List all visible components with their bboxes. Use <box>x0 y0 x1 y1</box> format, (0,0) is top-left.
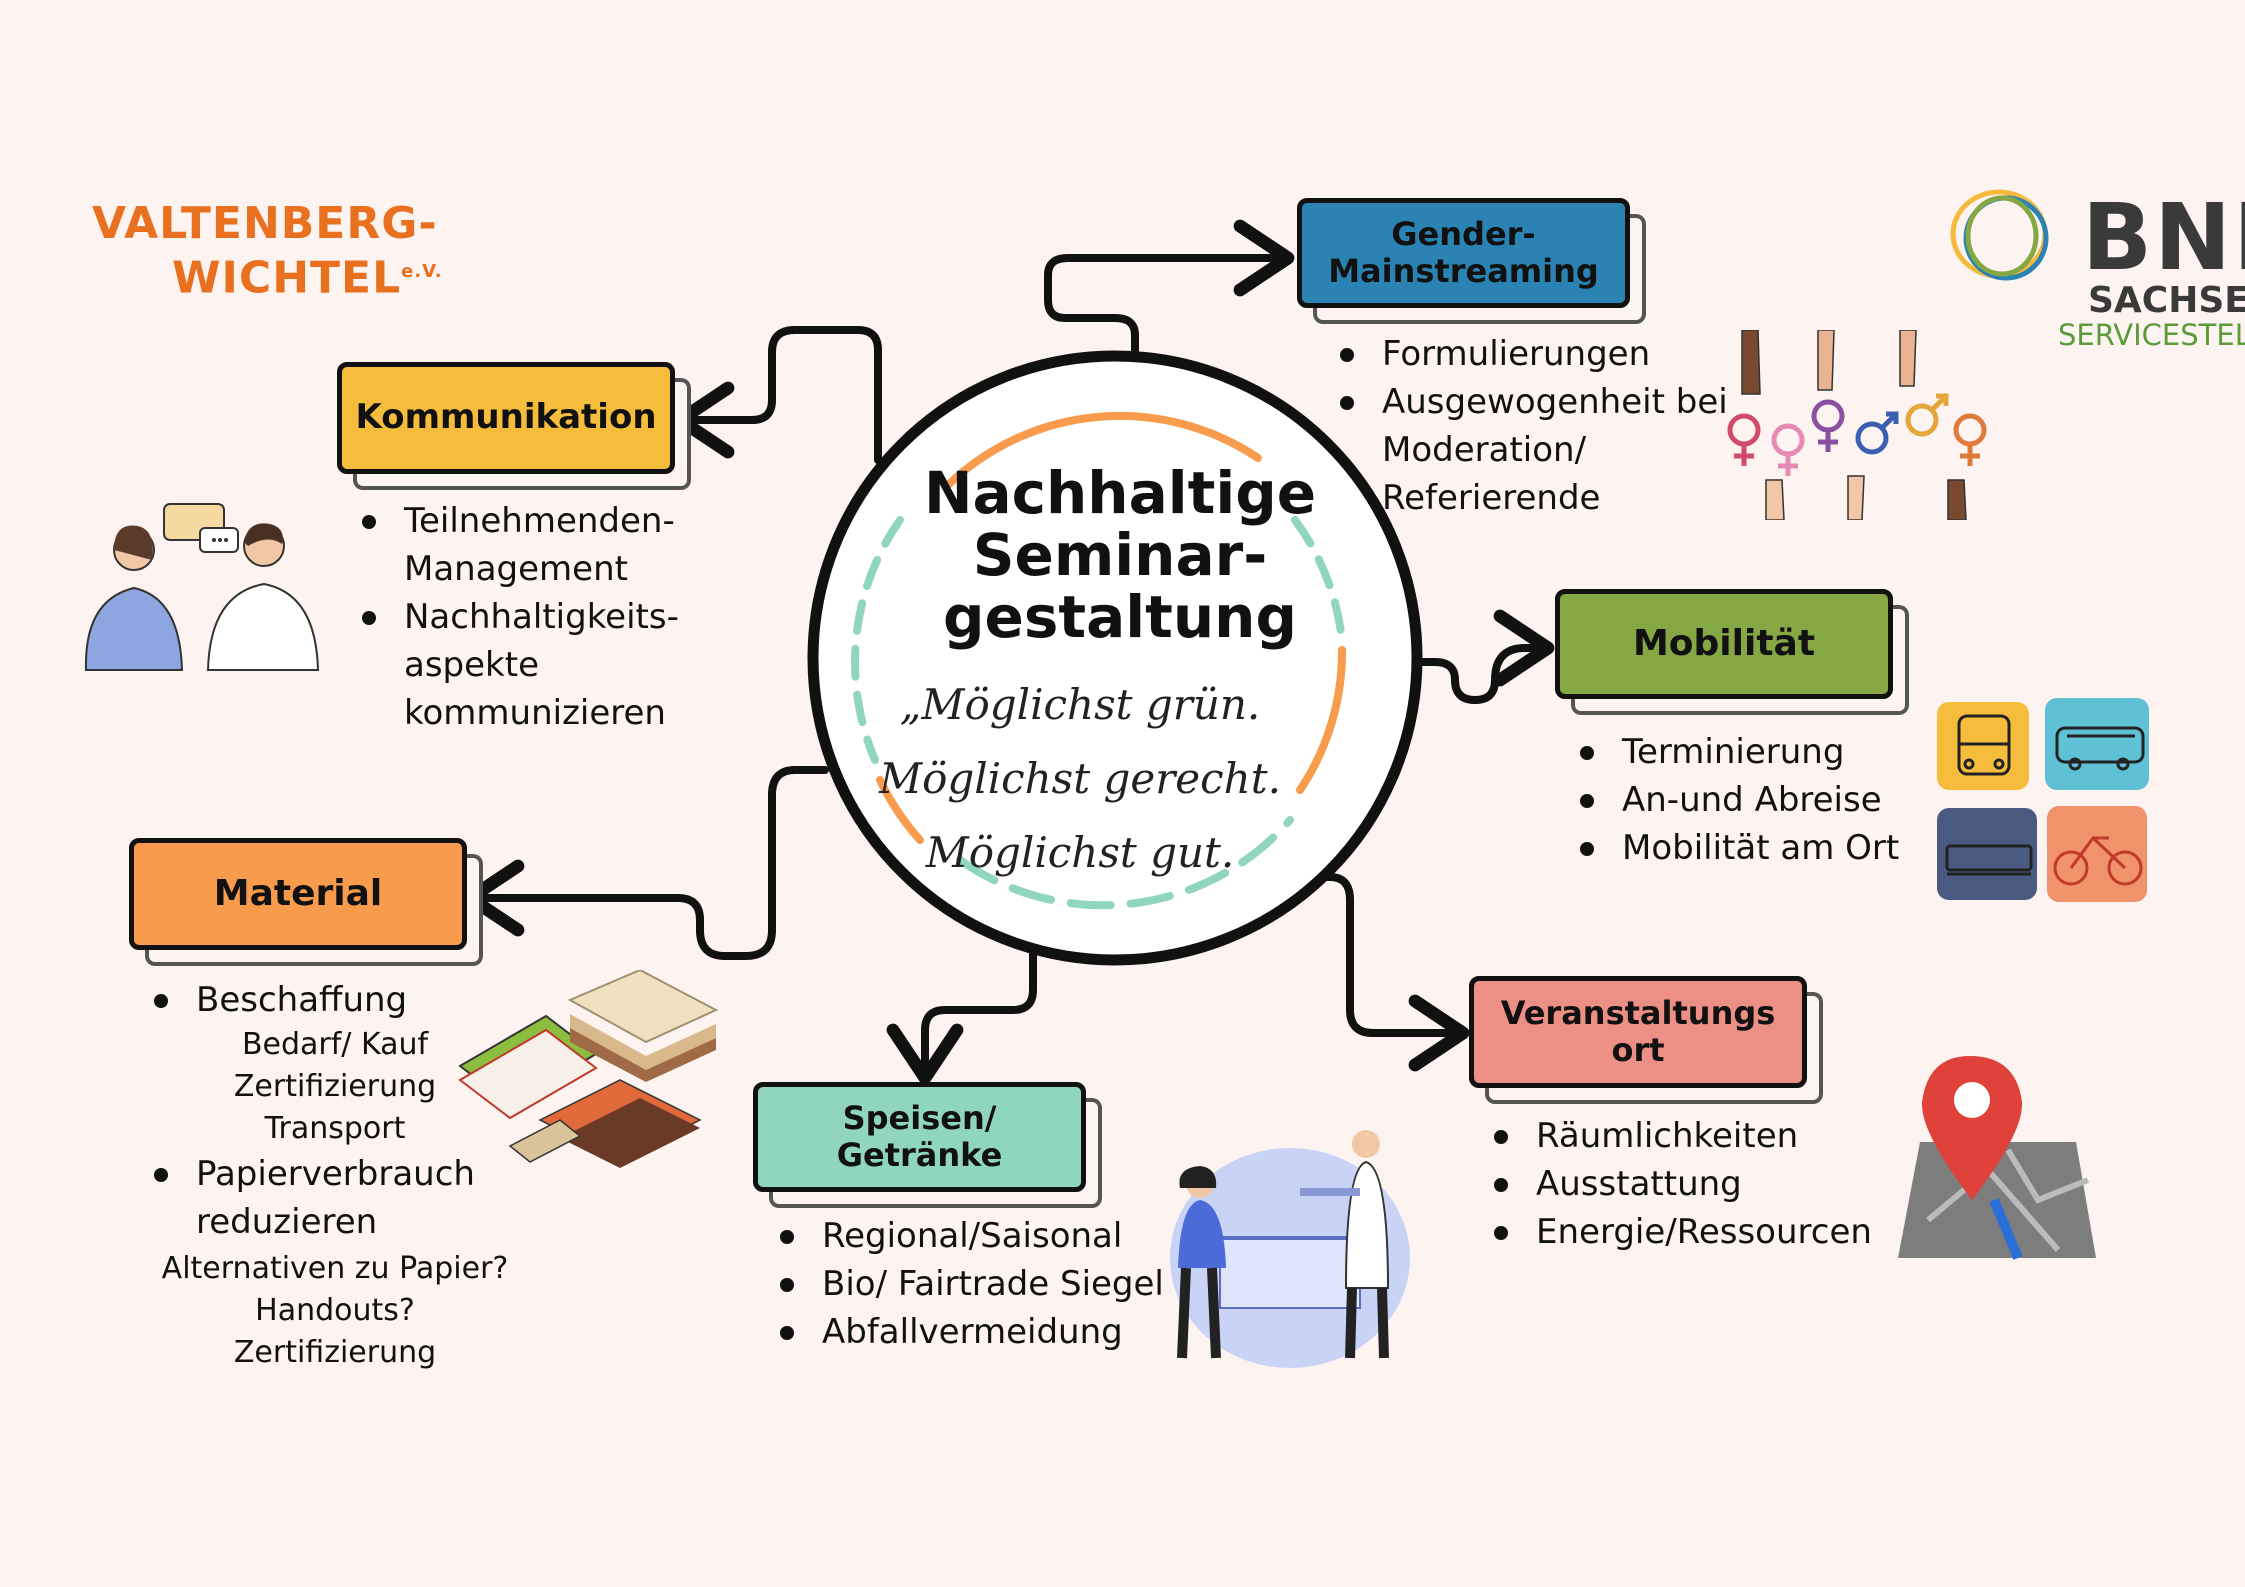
center-title-line-2: Seminar- <box>972 521 1268 589</box>
topic-title-ort-line-2: ort <box>1611 1031 1665 1069</box>
sub-item: Bedarf/ Kauf <box>241 1027 429 1062</box>
slogan-line-1: „Möglichst grün. <box>899 680 1261 729</box>
topic-title-material: Material <box>213 873 383 915</box>
bullets-mobilitaet: Terminierung An-und Abreise Mobilität am… <box>1580 728 1960 872</box>
slogan-line-3: Möglichst gut. <box>925 828 1235 877</box>
bullet-item: Räumlichkeiten <box>1494 1112 1914 1160</box>
bne-logo-region: SACHSEN <box>2088 280 2245 321</box>
center-title: Nachhaltige Seminar- gestaltung <box>880 462 1360 648</box>
material-sub-list-1: Bedarf/ Kauf Zertifizierung Transport <box>200 1024 470 1150</box>
topic-title-mobilitaet: Mobilität <box>1632 623 1816 665</box>
ring-arc-teal-right <box>1291 516 1346 644</box>
bullet-item: Energie/Ressourcen <box>1494 1208 1914 1256</box>
bullets-material-1: Beschaffung <box>154 976 514 1024</box>
topic-box-mobilitaet: Mobilität <box>1555 589 1893 699</box>
bullet-item: Ausgewogenheit bei Moderation/ Referiere… <box>1340 378 1740 522</box>
ring-arc-orange-left <box>876 776 924 844</box>
ring-arc-orange-top <box>944 411 1262 489</box>
valtenberg-wichtel-logo: VALTENBERG- WICHTELe.V. <box>92 200 443 303</box>
bullet-item: Regional/Saisonal <box>780 1212 1200 1260</box>
valtenberg-logo-line-1: VALTENBERG- <box>92 198 438 249</box>
connector-material <box>463 766 829 960</box>
map-pin-icon <box>1898 1056 2096 1260</box>
connector-ort <box>1306 873 1470 1072</box>
material-samples-icon <box>458 970 719 1168</box>
bullet-item: Mobilität am Ort <box>1580 824 1960 872</box>
connector-speisen <box>886 948 1037 1085</box>
sub-item: Zertifizierung <box>233 1335 437 1370</box>
center-circle <box>807 350 1423 966</box>
people-talking-icon <box>84 503 320 671</box>
topic-box-ort: Veranstaltungs ort <box>1469 976 1807 1088</box>
sub-item: Transport <box>264 1111 406 1146</box>
valtenberg-logo-line-2: WICHTELe.V. <box>172 252 443 304</box>
material-sub-list-2: Alternativen zu Papier? Handouts? Zertif… <box>150 1248 520 1374</box>
ring-arc-teal-bottom <box>956 816 1294 910</box>
connector-mobilitaet <box>1388 609 1555 704</box>
bne-logo-word: BNE <box>2082 184 2245 291</box>
bne-logo-unit: SERVICESTELLE <box>2058 318 2245 352</box>
center-title-line-1: Nachhaltige <box>923 459 1317 527</box>
bullet-item: An-und Abreise <box>1580 776 1960 824</box>
topic-box-speisen: Speisen/ Getränke <box>753 1082 1086 1192</box>
transport-modes-icon <box>1937 698 2149 902</box>
bullets-speisen: Regional/Saisonal Bio/ Fairtrade Siegel … <box>780 1212 1200 1356</box>
connector-gender <box>1044 219 1295 364</box>
bullets-material-2: Papierverbrauch reduzieren <box>154 1150 514 1246</box>
center-slogan: „Möglichst grün. Möglichst gerecht. Mögl… <box>870 668 1290 890</box>
bullet-item: Abfallvermeidung <box>780 1308 1200 1356</box>
bne-rings-icon <box>1950 189 2049 281</box>
ring-arc-orange-right <box>1296 646 1347 794</box>
bullet-item: Beschaffung <box>154 976 514 1024</box>
sub-item: Zertifizierung <box>233 1069 437 1104</box>
bullet-item: Papierverbrauch reduzieren <box>154 1150 514 1246</box>
topic-title-gender-line-2: Mainstreaming <box>1328 252 1599 290</box>
buffet-serving-icon <box>1170 1130 1410 1368</box>
bullets-ort: Räumlichkeiten Ausstattung Energie/Resso… <box>1494 1112 1914 1256</box>
topic-title-speisen-line-1: Speisen/ <box>842 1099 997 1138</box>
bullets-kommunikation: Teilnehmenden- Management Nachhaltigkeit… <box>362 497 742 737</box>
sub-item: Alternativen zu Papier? <box>161 1251 509 1286</box>
bullet-item: Nachhaltigkeits- aspekte kommunizieren <box>362 593 742 737</box>
bullet-item: Terminierung <box>1580 728 1960 776</box>
topic-title-ort-line-1: Veranstaltungs <box>1500 994 1776 1033</box>
valtenberg-logo-suffix: e.V. <box>401 261 443 282</box>
gender-symbols-hands-icon <box>1727 330 1987 520</box>
topic-title-speisen-line-2: Getränke <box>836 1136 1003 1174</box>
bullet-item: Formulierungen <box>1340 330 1740 378</box>
topic-box-kommunikation: Kommunikation <box>337 362 675 474</box>
bullet-item: Teilnehmenden- Management <box>362 497 742 593</box>
topic-box-gender: Gender- Mainstreaming <box>1297 198 1630 308</box>
topic-title-gender-line-1: Gender- <box>1391 215 1536 254</box>
center-title-line-3: gestaltung <box>943 583 1297 651</box>
connector-kommunikation <box>673 326 882 464</box>
topic-title-kommunikation: Kommunikation <box>355 397 657 438</box>
bullet-item: Ausstattung <box>1494 1160 1914 1208</box>
slogan-line-2: Möglichst gerecht. <box>879 754 1281 803</box>
bullet-item: Bio/ Fairtrade Siegel <box>780 1260 1200 1308</box>
topic-box-material: Material <box>129 838 467 950</box>
bullets-gender: Formulierungen Ausgewogenheit bei Modera… <box>1340 330 1740 522</box>
sub-item: Handouts? <box>255 1293 415 1328</box>
